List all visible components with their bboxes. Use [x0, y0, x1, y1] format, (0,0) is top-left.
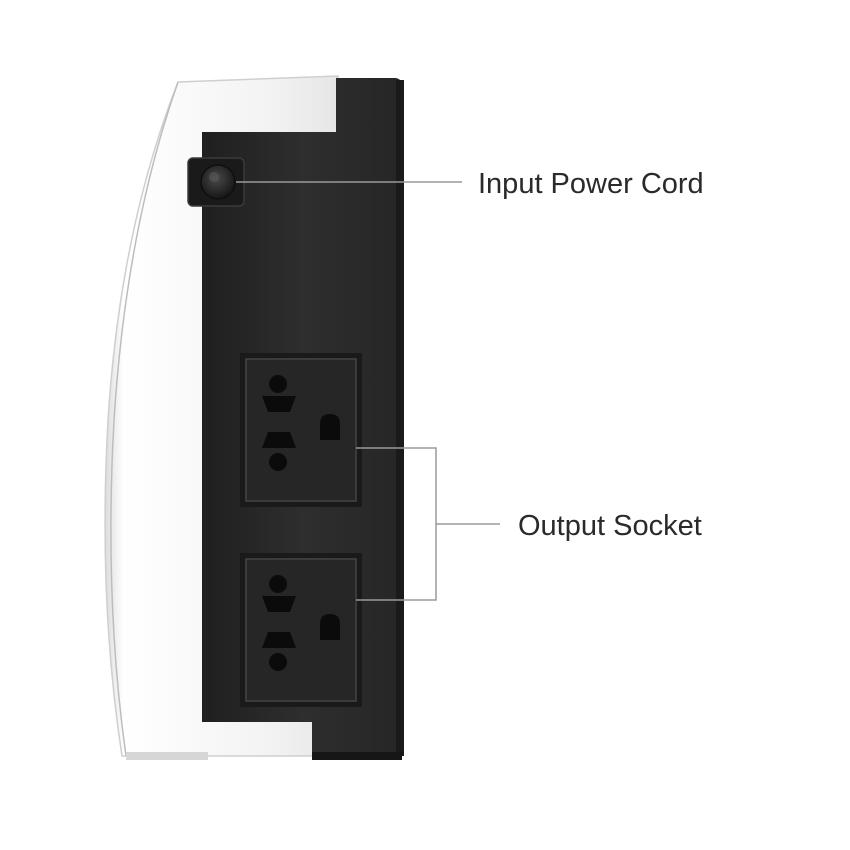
- universal-outlet-icon: [240, 353, 362, 507]
- dark-body-right-edge: [396, 80, 404, 756]
- leader-bracket-output: [356, 447, 500, 601]
- bottom-feet: [126, 752, 402, 760]
- input-power-cord-label: Input Power Cord: [478, 168, 704, 200]
- universal-outlet-icon: [240, 553, 362, 707]
- power-cord-grommet-icon: [187, 157, 245, 207]
- output-socket-label: Output Socket: [518, 510, 702, 542]
- white-housing-edge: [110, 81, 179, 757]
